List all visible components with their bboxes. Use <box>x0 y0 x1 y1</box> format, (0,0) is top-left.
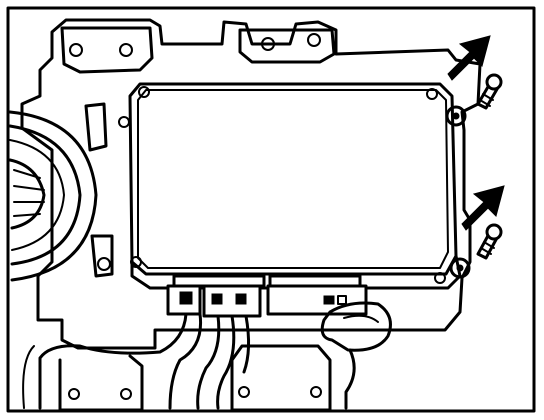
bracket-slot <box>90 234 114 278</box>
bracket-hole <box>68 388 80 400</box>
bracket-hole <box>120 388 132 400</box>
lower-left-bracket <box>58 354 144 412</box>
speaker-grille-icon <box>8 110 98 282</box>
bracket-tab-right <box>238 28 336 64</box>
bracket-hole <box>119 43 133 57</box>
arrow-icon <box>461 185 505 231</box>
bracket-hole <box>118 116 130 128</box>
module-screw-icon <box>138 86 150 98</box>
bracket-hole <box>238 386 250 398</box>
lower-bracket <box>230 344 332 412</box>
bracket-hole <box>69 43 83 57</box>
bolt-icon <box>476 73 503 110</box>
module-screw-icon <box>130 256 142 268</box>
mount-hole <box>445 105 467 127</box>
bracket-hole <box>97 257 111 271</box>
bracket-hole <box>261 37 275 51</box>
bracket-hole <box>307 33 321 47</box>
module-screw-icon <box>426 88 438 100</box>
bolt-icon <box>476 223 503 260</box>
connector-icon <box>166 274 266 318</box>
mount-hole <box>449 257 471 279</box>
connector-icon <box>266 274 368 316</box>
arrow-icon <box>447 35 491 81</box>
control-module-icon <box>128 82 458 276</box>
bracket-slot <box>84 102 108 152</box>
bracket-tab-left <box>60 26 154 74</box>
mounting-bracket-icon <box>20 18 482 350</box>
wiring-harness-icon <box>22 301 392 410</box>
module-screw-icon <box>434 272 446 284</box>
bracket-hole <box>310 386 322 398</box>
